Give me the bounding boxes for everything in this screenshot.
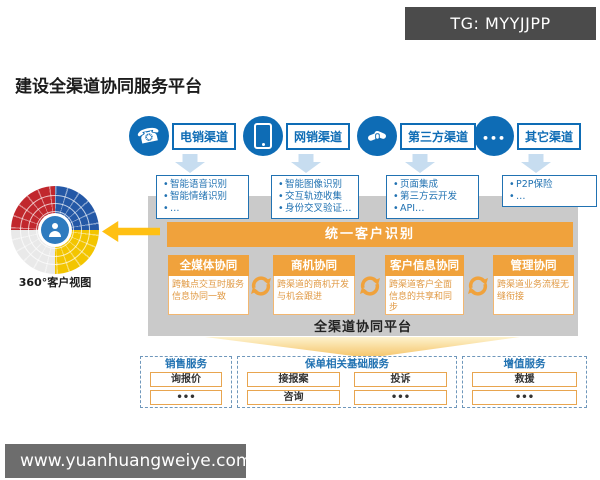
- sync-arrows-icon: [251, 276, 271, 296]
- service-box-sales: 销售服务 询报价 •••: [140, 356, 232, 408]
- fan-down-arrow: [205, 337, 520, 358]
- service-item: 投诉: [354, 372, 447, 387]
- channel-circle: [129, 116, 169, 156]
- channel-online: 网销渠道: [243, 116, 351, 156]
- module-management: 管理协同 跨渠道业务流程无缝衔接: [493, 255, 574, 315]
- module-title: 管理协同: [493, 255, 574, 276]
- capability-list-thirdparty: 页面集成 第三方云开发 API…: [386, 175, 479, 219]
- down-arrow-icon: [521, 154, 551, 173]
- module-title: 全媒体协同: [168, 255, 249, 276]
- tg-watermark-badge: TG: MYYJJPP: [405, 7, 596, 40]
- service-item: 救援: [472, 372, 577, 387]
- service-title: 保单相关基础服务: [305, 358, 389, 370]
- service-title: 销售服务: [165, 358, 207, 370]
- capability-item: API…: [392, 203, 476, 215]
- module-desc: 跨渠道客户全面信息的共享和同步: [385, 276, 464, 315]
- channel-circle: [474, 116, 514, 156]
- mobile-phone-icon: [254, 123, 272, 149]
- wheel-hub-center: [41, 216, 69, 244]
- channel-label: 网销渠道: [286, 122, 351, 150]
- capability-item: 身份交叉验证…: [277, 203, 356, 215]
- capability-list-online: 智能图像识别 交互轨迹收集 身份交叉验证…: [271, 175, 359, 219]
- page-title: 建设全渠道协同服务平台: [15, 77, 202, 97]
- channel-thirdparty: 第三方渠道: [357, 116, 477, 156]
- channel-circle: [357, 116, 397, 156]
- service-item: 询报价: [150, 372, 222, 387]
- service-box-policy: 保单相关基础服务 接报案 投诉 咨询 •••: [237, 356, 457, 408]
- capability-item: 页面集成: [392, 179, 476, 191]
- module-opportunity: 商机协同 跨渠道的商机开发 与机会跟进: [273, 255, 355, 315]
- channel-telesales: 电销渠道: [129, 116, 237, 156]
- sync-arrows-icon: [360, 276, 380, 296]
- platform-caption: 全渠道协同平台: [313, 320, 412, 335]
- down-arrow-icon: [175, 154, 205, 173]
- website-watermark: www.yuanhuangweiye.com: [5, 444, 252, 478]
- module-title: 商机协同: [273, 255, 355, 276]
- ellipsis-icon: [482, 127, 506, 146]
- capability-list-telesales: 智能语音识别 智能情绪识别 …: [156, 175, 249, 219]
- capability-list-other: P2P保险 …: [502, 175, 597, 207]
- channel-other: 其它渠道: [474, 116, 582, 156]
- module-title: 客户信息协同: [385, 255, 464, 276]
- capability-item: P2P保险: [508, 179, 594, 191]
- handshake-icon: [368, 130, 386, 141]
- channel-circle: [243, 116, 283, 156]
- service-item: 咨询: [247, 390, 340, 405]
- module-desc: 跨触点交互时服务 信息协同一致: [168, 276, 249, 315]
- customer-360-wheel: [11, 186, 99, 274]
- capability-item: 智能语音识别: [162, 179, 246, 191]
- channel-label: 电销渠道: [172, 122, 237, 150]
- module-omnimedia: 全媒体协同 跨触点交互时服务 信息协同一致: [168, 255, 249, 315]
- sync-arrows-icon: [468, 276, 488, 296]
- phone-icon: [137, 125, 161, 147]
- capability-item: 智能情绪识别: [162, 191, 246, 203]
- module-customer-info: 客户信息协同 跨渠道客户全面信息的共享和同步: [385, 255, 464, 315]
- person-icon: [48, 223, 62, 237]
- module-desc: 跨渠道业务流程无缝衔接: [493, 276, 574, 315]
- capability-item: 智能图像识别: [277, 179, 356, 191]
- service-item: •••: [472, 390, 577, 405]
- service-item: •••: [150, 390, 222, 405]
- service-item: •••: [354, 390, 447, 405]
- down-arrow-icon: [405, 154, 435, 173]
- channel-label: 第三方渠道: [400, 122, 477, 150]
- channel-label: 其它渠道: [517, 122, 582, 150]
- customer-360-label: 360°客户视图: [18, 276, 92, 289]
- capability-item: 交互轨迹收集: [277, 191, 356, 203]
- unified-customer-id-bar: 统一客户识别: [167, 222, 573, 247]
- module-desc: 跨渠道的商机开发 与机会跟进: [273, 276, 355, 315]
- capability-item: 第三方云开发: [392, 191, 476, 203]
- service-item: 接报案: [247, 372, 340, 387]
- service-title: 增值服务: [503, 358, 546, 370]
- capability-item: …: [508, 191, 594, 203]
- capability-item: …: [162, 203, 246, 215]
- down-arrow-icon: [291, 154, 321, 173]
- service-box-valueadd: 增值服务 救援 •••: [462, 356, 587, 408]
